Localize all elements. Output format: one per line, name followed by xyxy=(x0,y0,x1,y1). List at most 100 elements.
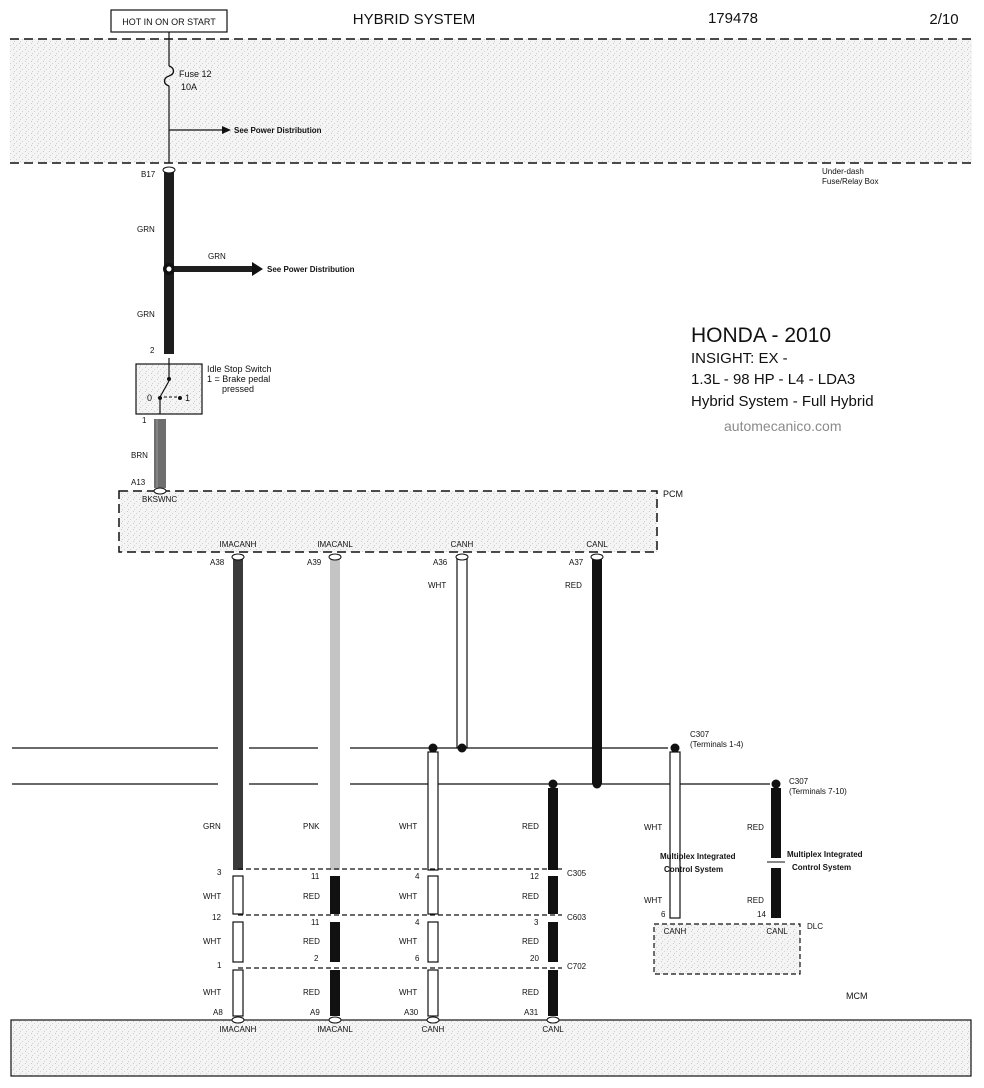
mics2-label-1: Multiplex Integrated xyxy=(787,850,863,859)
c305-pin-2: 4 xyxy=(415,872,420,881)
c603-pin-3: 3 xyxy=(534,918,539,927)
wire-color-r2-1: RED xyxy=(303,892,320,901)
c307-sub-1: (Terminals 1-4) xyxy=(690,740,744,749)
c307-sub-2: (Terminals 7-10) xyxy=(789,787,847,796)
pcm-pin-a39: A39 xyxy=(307,558,322,567)
vehicle-engine: 1.3L - 98 HP - L4 - LDA3 xyxy=(691,371,855,388)
wire-color-r2-0: WHT xyxy=(203,892,221,901)
dlc-pin-canl: CANL xyxy=(766,927,788,936)
wire-seg2-wht-2 xyxy=(427,875,439,915)
dlc-pin-6: 6 xyxy=(661,910,666,919)
mcm-pin-name-0: IMACANH xyxy=(220,1025,257,1034)
switch-pos-1: 1 xyxy=(185,393,190,403)
switch-pos-0: 0 xyxy=(147,393,152,403)
mcm-module xyxy=(10,1019,972,1077)
watermark: automecanico.com xyxy=(724,418,842,434)
dlc-wire-red: RED xyxy=(747,823,764,832)
dlc-connector xyxy=(653,923,801,975)
wire-canh-wht-top xyxy=(456,556,468,749)
pcm-pin-a36: A36 xyxy=(433,558,448,567)
wire-canh-wht-lower xyxy=(427,751,439,871)
wire-seg3-red-3 xyxy=(548,922,558,962)
switch-note-2: pressed xyxy=(222,384,254,394)
c702-pin-1: 2 xyxy=(314,954,319,963)
vehicle-make-year: HONDA - 2010 xyxy=(691,324,831,347)
mcm-pin-a8: A8 xyxy=(213,1008,223,1017)
c307-label-1: C307 xyxy=(690,730,710,739)
dlc-wire-red-low: RED xyxy=(747,896,764,905)
wire-imacanh-grn xyxy=(233,557,243,870)
arrow-icon xyxy=(222,126,231,134)
mics-label-2: Control System xyxy=(664,865,723,874)
c603-pin-0: 12 xyxy=(212,913,221,922)
pcm-pin-name-imacanh: IMACANH xyxy=(220,540,257,549)
wire-seg2-red-1 xyxy=(330,876,340,914)
c603-pin-1: 11 xyxy=(311,918,320,927)
pcm-pin-a37: A37 xyxy=(569,558,584,567)
wire-color-r3-0: WHT xyxy=(203,937,221,946)
c305-label: C305 xyxy=(567,869,587,878)
fuse-name: Fuse 12 xyxy=(179,69,212,79)
pcm-pin-name-bkswnc: BKSWNC xyxy=(142,495,177,504)
wire-seg2-wht-0 xyxy=(232,875,244,915)
pcm-pin-name-canl: CANL xyxy=(586,540,608,549)
c702-pin-0: 1 xyxy=(217,961,222,970)
wire-color-red-canl: RED xyxy=(565,581,582,590)
pcm-module xyxy=(118,490,658,553)
wire-color-r2-3: RED xyxy=(522,892,539,901)
wire-color-r1-3: RED xyxy=(522,822,539,831)
wire-brn xyxy=(154,419,166,488)
switch-name: Idle Stop Switch xyxy=(207,364,272,374)
power-source-label: HOT IN ON OR START xyxy=(122,17,216,27)
vehicle-model: INSIGHT: EX - xyxy=(691,350,788,367)
wire-color-r4-2: WHT xyxy=(399,988,417,997)
see-power-link-2[interactable]: See Power Distribution xyxy=(267,265,355,274)
wire-color-r4-3: RED xyxy=(522,988,539,997)
wire-dlc-canl-red xyxy=(771,788,781,918)
c702-pin-3: 20 xyxy=(530,954,539,963)
wire-seg4-wht-2 xyxy=(427,969,439,1017)
wire-canl-red-lower xyxy=(548,788,558,870)
wire-seg4-wht-0 xyxy=(232,969,244,1017)
wire-imacanl-pnk xyxy=(330,557,340,870)
mcm-pin-name-1: IMACANL xyxy=(317,1025,353,1034)
wire-color-r1-2: WHT xyxy=(399,822,417,831)
dlc-label: DLC xyxy=(807,922,823,931)
fuse-relay-box xyxy=(10,39,972,163)
wire-canl-red-top xyxy=(592,557,602,784)
mcm-pin-a9: A9 xyxy=(310,1008,320,1017)
c702-label: C702 xyxy=(567,962,587,971)
wire-color-r3-3: RED xyxy=(522,937,539,946)
c702-pin-2: 6 xyxy=(415,954,420,963)
c603-pin-2: 4 xyxy=(415,918,420,927)
wire-dlc-canh-wht xyxy=(669,751,681,919)
wire-color-r3-2: WHT xyxy=(399,937,417,946)
c305-pin-1: 11 xyxy=(311,872,320,881)
pcm-pin-name-canh: CANH xyxy=(451,540,474,549)
diagram-title: HYBRID SYSTEM xyxy=(353,11,476,28)
pcm-label: PCM xyxy=(663,489,683,499)
mcm-pin-a30: A30 xyxy=(404,1008,419,1017)
switch-note-1: 1 = Brake pedal xyxy=(207,374,270,384)
mcm-label: MCM xyxy=(846,991,868,1001)
page-number: 2/10 xyxy=(929,11,958,28)
wire-grn-feed xyxy=(164,170,174,354)
wire-seg4-red-3 xyxy=(548,970,558,1016)
document-number: 179478 xyxy=(708,10,758,27)
c307-label-2: C307 xyxy=(789,777,809,786)
wire-color-r1-1: PNK xyxy=(303,822,320,831)
wire-color-brn: BRN xyxy=(131,451,148,460)
pcm-pin-a13: A13 xyxy=(131,478,146,487)
see-power-link[interactable]: See Power Distribution xyxy=(234,126,322,135)
pcm-pin-name-imacanl: IMACANL xyxy=(317,540,353,549)
c603-label: C603 xyxy=(567,913,587,922)
c305-pin-0: 3 xyxy=(217,868,222,877)
wire-color-grn-branch: GRN xyxy=(208,252,226,261)
terminal-b17: B17 xyxy=(141,170,156,179)
wire-seg3-wht-0 xyxy=(232,921,244,963)
wire-color-r3-1: RED xyxy=(303,937,320,946)
wire-seg4-red-1 xyxy=(330,970,340,1016)
wire-color-r4-0: WHT xyxy=(203,988,221,997)
c305-pin-3: 12 xyxy=(530,872,539,881)
